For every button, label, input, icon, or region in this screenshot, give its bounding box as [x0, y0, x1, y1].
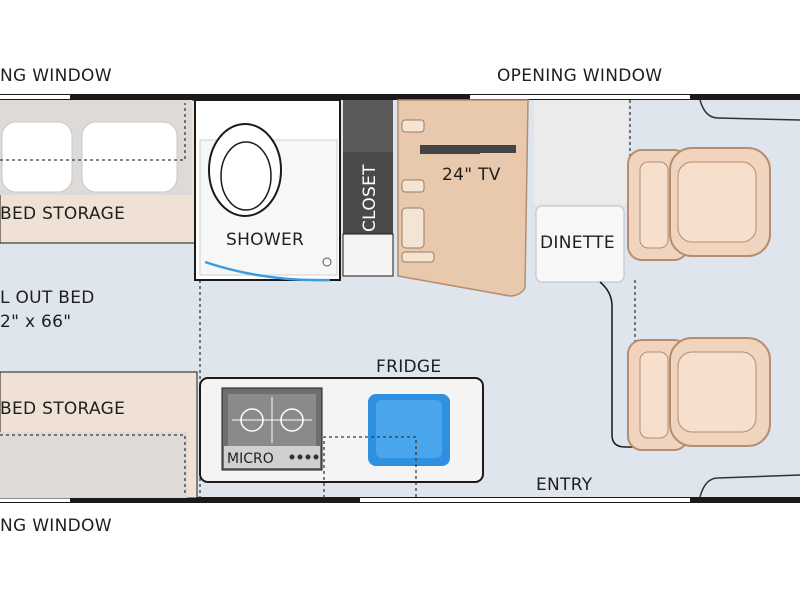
micro-knob-1: [289, 454, 295, 460]
toilet-lid-icon: [220, 141, 272, 211]
bed-mattress-bottom: [0, 432, 187, 498]
counter-dashed-1: [323, 436, 417, 498]
entry-line: [599, 281, 640, 448]
shower-label: SHOWER: [226, 230, 304, 250]
bed-storage-bottom-label: BED STORAGE: [0, 399, 125, 419]
top-left-window-label: NG WINDOW: [0, 66, 112, 86]
closet-top: [343, 100, 393, 152]
window-top-right: [470, 95, 690, 99]
cab-seat-top: [627, 147, 771, 261]
entry-label: ENTRY: [536, 475, 593, 495]
bed-bottom-dashed-outline: [0, 434, 186, 495]
dinette-table: [534, 100, 628, 204]
bed-storage-top-label: BED STORAGE: [0, 204, 125, 224]
micro-knob-2: [297, 454, 303, 460]
fridge-label: FRIDGE: [376, 357, 441, 377]
closet-label: CLOSET: [360, 164, 380, 232]
micro-panel: [224, 446, 320, 468]
window-bottom-left: [0, 498, 70, 502]
pillow-1: [1, 121, 73, 193]
cab-seat-bottom: [627, 337, 771, 451]
sink-fixture-4: [401, 251, 435, 263]
tv-label: 24" TV: [442, 165, 501, 185]
fridge-shine: [376, 400, 442, 458]
cab-line-bottom: [699, 474, 800, 498]
cab-line-top: [699, 99, 800, 121]
closet: [343, 152, 393, 234]
sink-fixture-2: [401, 179, 425, 193]
sink-fixture-3: [401, 207, 425, 249]
dinette-label: DINETTE: [540, 233, 615, 253]
micro-knob-3: [305, 454, 311, 460]
top-wall: [0, 94, 800, 100]
sink-fixture-1: [401, 119, 425, 133]
closet-bottom: [342, 233, 394, 277]
dinette-seat: [535, 205, 625, 283]
micro-knob-4: [313, 454, 319, 460]
bed-top-dashed-outline: [0, 103, 186, 161]
shower-door-curve: [204, 260, 331, 282]
tv-panel: [420, 145, 516, 153]
micro-label: MICRO: [227, 451, 274, 467]
pull-out-bed-label: L OUT BED: [0, 288, 95, 308]
pull-out-bed-size-label: 2" x 66": [0, 312, 71, 332]
pillow-2: [81, 121, 178, 193]
bottom-left-window-label: NG WINDOW: [0, 516, 112, 536]
shower-drain-icon: [322, 257, 332, 267]
window-entry: [360, 498, 690, 502]
window-top-left: [0, 95, 70, 99]
top-right-window-label: OPENING WINDOW: [497, 66, 662, 86]
